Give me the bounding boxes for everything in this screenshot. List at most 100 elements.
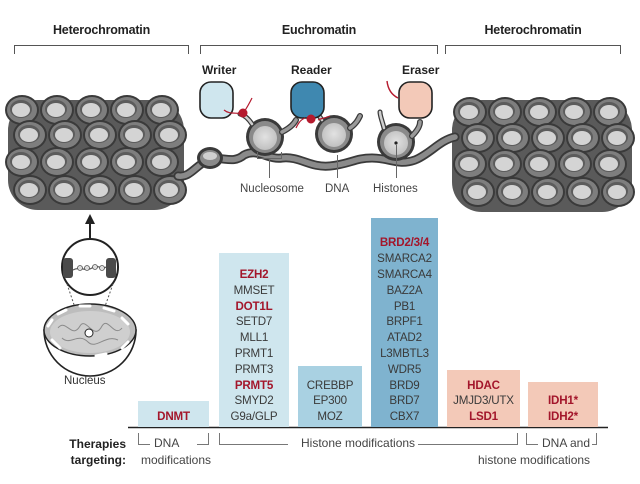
bracket-heterochromatin-left [14, 45, 189, 54]
target-setd7: SETD7 [235, 315, 273, 329]
eraser-removed-mark [386, 80, 399, 99]
target-baz2a: BAZ2A [386, 283, 423, 297]
reader-enzyme [290, 81, 325, 119]
histone-modifications-label: Histone modifications [298, 436, 419, 450]
heterochromatin-nucleosome [593, 97, 627, 127]
heterochromatin-nucleosome [5, 95, 39, 125]
heterochromatin-nucleosome [153, 175, 187, 205]
heterochromatin-nucleosome [48, 175, 82, 205]
heterochromatin-nucleosome [145, 95, 179, 125]
therapies-label-line2: targeting: [70, 453, 126, 467]
heterochromatin-nucleosome [110, 147, 144, 177]
heterochromatin-nucleosome [601, 123, 635, 153]
heterochromatin-nucleosome [461, 177, 495, 207]
heterochromatin-nucleosome [523, 97, 557, 127]
heterochromatin-right-fiber [452, 97, 635, 212]
target-smarca4: SMARCA4 [377, 268, 432, 282]
heterochromatin-nucleosome [453, 97, 487, 127]
therapies-label-line1: Therapies [69, 437, 126, 451]
heterochromatin-nucleosome [153, 120, 187, 150]
reader-mark [295, 114, 331, 129]
target-dot1l: DOT1L [235, 299, 273, 313]
target-brd2-3-4: BRD2/3/4 [379, 236, 430, 250]
dna-bracket [138, 433, 209, 445]
target-lsd1: LSD1 [469, 410, 498, 424]
target-brd9: BRD9 [389, 378, 420, 392]
heterochromatin-nucleosome [566, 123, 600, 153]
histone-bracket [219, 433, 518, 445]
heterochromatin-nucleosome [75, 95, 109, 125]
heterochromatin-left-label: Heterochromatin [52, 23, 151, 37]
nucleus-label: Nucleus [64, 375, 106, 387]
target-atad2: ATAD2 [387, 331, 422, 345]
target-pb1: PB1 [393, 299, 416, 313]
nucleus-icon [43, 303, 137, 377]
heterochromatin-nucleosome [593, 149, 627, 179]
target-moz: MOZ [317, 410, 343, 424]
target-idh1-: IDH1* [548, 394, 578, 408]
target-brpf1: BRPF1 [386, 315, 423, 329]
therapy-box-dna-methylation: DNMT [138, 401, 209, 427]
heterochromatin-nucleosome [110, 95, 144, 125]
writer-mark [223, 97, 253, 118]
heterochromatin-nucleosome [40, 95, 74, 125]
target-mll1: MLL1 [239, 331, 269, 345]
nucleosome-bracket [257, 152, 282, 178]
heterochromatin-nucleosome [5, 147, 39, 177]
heterochromatin-nucleosome [488, 97, 522, 127]
dna-histone-modifications-line2: histone modifications [478, 453, 591, 467]
heterochromatin-nucleosome [496, 177, 530, 207]
histones-label: Histones [373, 183, 418, 195]
dna-modifications-line2: modifications [141, 453, 212, 467]
target-dnmt: DNMT [157, 410, 190, 424]
bracket-heterochromatin-right [445, 45, 621, 54]
heterochromatin-nucleosome [453, 149, 487, 179]
target-prmt1: PRMT1 [234, 347, 274, 361]
zoom-circle [61, 238, 119, 296]
therapies-targeting-label: Therapies targeting: [66, 436, 126, 468]
eraser-label: Eraser [402, 63, 440, 77]
heterochromatin-nucleosome [83, 175, 117, 205]
heterochromatin-nucleosome [488, 149, 522, 179]
dna-modifications-line1: DNA [152, 436, 182, 450]
heterochromatin-nucleosome [13, 120, 47, 150]
writer-enzyme [199, 81, 234, 119]
target-hdac: HDAC [467, 378, 500, 392]
target-ezh2: EZH2 [239, 268, 269, 282]
heterochromatin-nucleosome [13, 175, 47, 205]
heterochromatin-nucleosome [461, 123, 495, 153]
heterochromatin-nucleosome [118, 175, 152, 205]
eraser-enzyme [398, 81, 433, 119]
heterochromatin-right-label: Heterochromatin [484, 23, 582, 37]
heterochromatin-nucleosome [531, 177, 565, 207]
heterochromatin-nucleosome [83, 120, 117, 150]
heterochromatin-nucleosome [118, 120, 152, 150]
writer-label: Writer [202, 63, 237, 77]
target-jmjd3-utx: JMJD3/UTX [453, 394, 514, 408]
target-prmt3: PRMT3 [234, 362, 274, 376]
heterochromatin-left-fiber [5, 95, 187, 210]
target-smarca2: SMARCA2 [377, 252, 432, 266]
heterochromatin-nucleosome [566, 177, 600, 207]
nucleosome-writer [237, 111, 299, 156]
heterochromatin-nucleosome [523, 149, 557, 179]
heterochromatin-nucleosome [601, 177, 635, 207]
heterochromatin-nucleosome [558, 97, 592, 127]
heterochromatin-nucleosome [48, 120, 82, 150]
heterochromatin-nucleosome [75, 147, 109, 177]
target-prmt5: PRMT5 [234, 378, 274, 392]
target-ep300: EP300 [313, 394, 347, 408]
target-cbx7: CBX7 [389, 410, 420, 424]
target-idh2-: IDH2* [548, 410, 578, 424]
nucleosome-small-1 [197, 147, 223, 169]
target-g9a-glp: G9a/GLP [230, 410, 278, 424]
reader-label: Reader [291, 63, 332, 77]
nucleosome-label: Nucleosome [240, 183, 304, 195]
target-crebbp: CREBBP [306, 378, 354, 392]
therapy-box-erasers: HDAC JMJD3/UTX LSD1 [447, 370, 520, 427]
target-smyd2: SMYD2 [234, 394, 274, 408]
